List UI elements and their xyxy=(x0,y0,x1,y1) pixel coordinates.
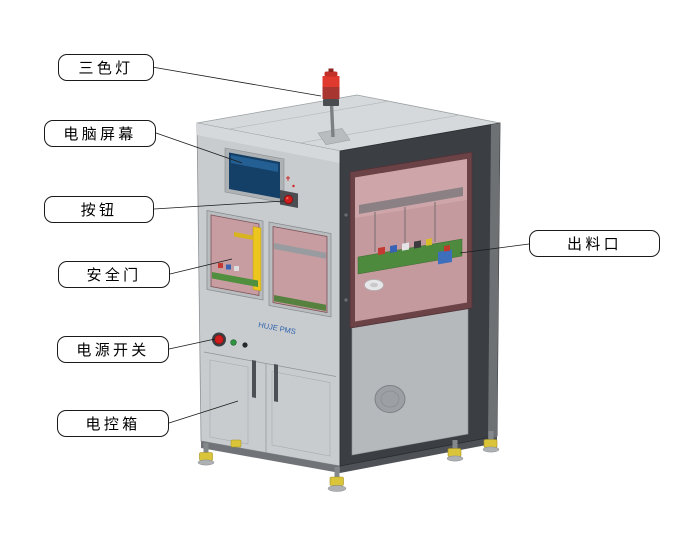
foot-nut xyxy=(483,439,498,448)
vent-circle-inner xyxy=(380,390,400,408)
tray-component-yellow xyxy=(426,238,432,246)
leader-line-safety-door xyxy=(169,258,233,275)
right-door-inset xyxy=(271,371,331,457)
base-strip-right xyxy=(340,436,497,473)
label-computer-screen: 电脑屏幕 xyxy=(44,120,156,147)
control-box-doors xyxy=(203,351,337,457)
foot-stem xyxy=(488,431,494,442)
discharge-window xyxy=(349,151,473,329)
green-indicator xyxy=(230,339,237,346)
emergency-stop-button xyxy=(214,334,224,345)
label-tricolor-light: 三色灯 xyxy=(58,54,154,81)
tower-light-tip xyxy=(328,68,334,72)
leader-line-discharge-outlet xyxy=(459,243,530,254)
base-strip-left xyxy=(201,441,340,473)
label-text: 三色灯 xyxy=(78,61,134,77)
screen-glare xyxy=(231,155,278,172)
tray-component-red xyxy=(378,246,385,255)
label-text: 按钮 xyxy=(80,203,118,219)
foot-stem xyxy=(334,467,340,480)
tray-component-dark xyxy=(414,240,421,249)
front-left-top-band xyxy=(197,123,340,163)
red-push-button xyxy=(283,194,294,205)
label-text: 电源开关 xyxy=(76,343,150,359)
foot-base xyxy=(197,459,215,466)
right-edge-trim xyxy=(488,123,500,439)
foot-base xyxy=(446,455,464,462)
label-discharge-outlet: 出料口 xyxy=(529,230,660,257)
vent-circle xyxy=(374,385,406,413)
label-control-box: 电控箱 xyxy=(57,410,169,437)
leader-lines xyxy=(151,66,530,424)
red-marker-dot xyxy=(292,184,295,188)
tray-component-blue xyxy=(390,244,397,253)
leveling-feet xyxy=(197,431,500,492)
leader-line-power-switch xyxy=(168,338,216,350)
leader-line-computer-screen xyxy=(155,132,243,164)
label-text: 电脑屏幕 xyxy=(63,127,137,143)
red-marker-cross xyxy=(286,176,290,181)
component-red xyxy=(218,263,223,268)
tower-light-cap xyxy=(324,71,338,77)
frame-screw xyxy=(344,298,348,302)
computer-screen xyxy=(224,147,295,204)
frame-screw xyxy=(344,213,348,217)
green-fixture-right xyxy=(274,295,326,311)
left-door-handle xyxy=(252,360,256,398)
white-turntable-hub xyxy=(370,282,378,288)
tricolor-tower-light xyxy=(322,68,340,138)
component-white xyxy=(234,266,239,271)
foot-nut xyxy=(329,476,344,486)
foot-nut xyxy=(199,452,213,461)
label-text: 出料口 xyxy=(567,237,622,253)
yellow-actuator xyxy=(252,226,262,292)
leader-line-tricolor-light xyxy=(151,66,322,97)
operator-button xyxy=(280,190,298,208)
right-lower-panel xyxy=(351,307,469,456)
label-text: 安全门 xyxy=(86,268,142,284)
power-controls xyxy=(212,332,248,348)
label-safety-door: 安全门 xyxy=(58,261,170,288)
left-door-inset xyxy=(209,359,249,445)
foot-base xyxy=(327,485,347,492)
door-top-seam xyxy=(203,351,337,377)
foot-stem xyxy=(203,443,209,455)
selector-knob xyxy=(242,342,248,348)
tower-light-pole xyxy=(329,103,335,138)
blue-module xyxy=(438,249,452,265)
foot-nut xyxy=(447,448,462,457)
tray-component-white xyxy=(402,242,409,251)
foot-stem xyxy=(452,440,458,451)
tower-light-segment-lower xyxy=(322,87,340,99)
inner-rail xyxy=(274,243,326,259)
button-highlight xyxy=(286,197,289,200)
right-door-handle xyxy=(274,364,278,402)
red-module xyxy=(444,245,450,252)
inner-gantry-rail xyxy=(359,187,463,214)
tower-light-base xyxy=(323,99,339,106)
leader-line-control-box xyxy=(168,400,239,424)
top-panel-seam xyxy=(229,100,391,130)
label-text: 电控箱 xyxy=(85,417,141,433)
leader-line-button xyxy=(153,200,285,210)
foot-base xyxy=(482,446,500,453)
component-blue xyxy=(226,264,231,270)
safety-doors xyxy=(206,210,332,318)
label-power-switch: 电源开关 xyxy=(57,336,169,363)
yellow-rail xyxy=(234,232,253,240)
green-fixture-left xyxy=(212,272,258,287)
machine-body: HUJE PMS xyxy=(196,68,501,492)
tower-light-segment-upper xyxy=(322,76,340,87)
foot-nut xyxy=(230,439,242,448)
label-button: 按钮 xyxy=(44,196,154,223)
